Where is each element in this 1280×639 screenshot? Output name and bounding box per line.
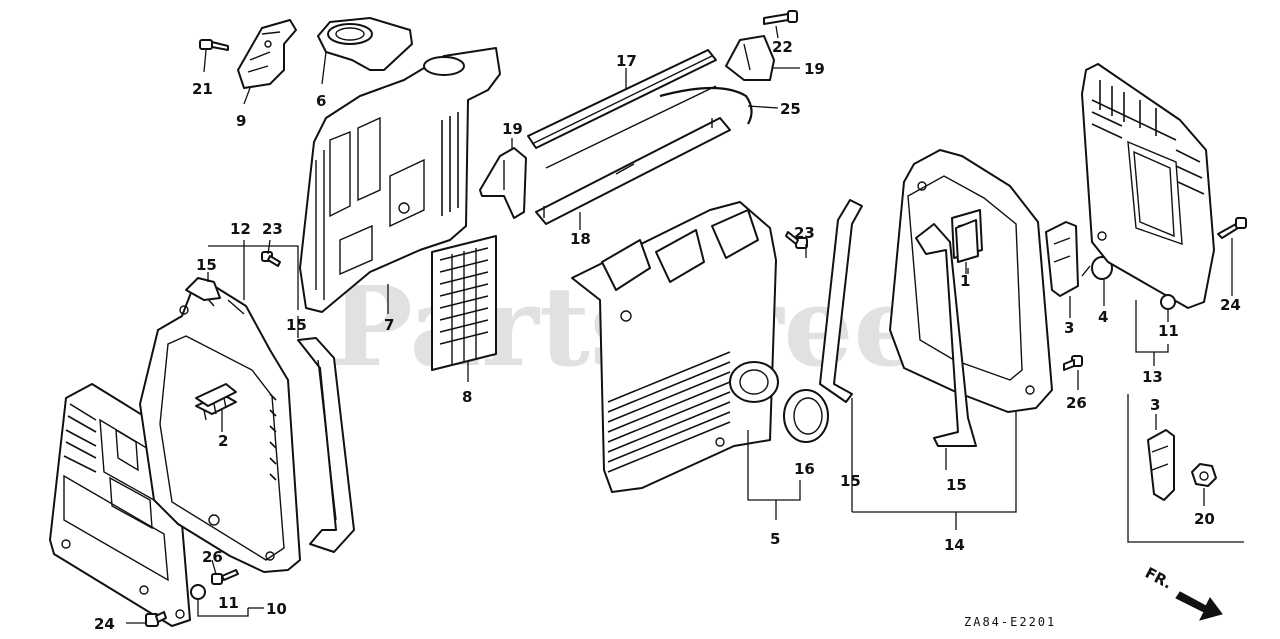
part-15-seal-rear[interactable] [915,223,977,447]
callout-26: 26 [1066,394,1087,412]
part-15-seal-left-upper[interactable] [185,277,221,301]
callout-22: 22 [772,38,793,56]
callout-21: 21 [192,80,213,98]
part-3-plate-lower[interactable] [1147,429,1175,501]
callout-4: 4 [1098,308,1108,326]
part-7-frame[interactable] [299,47,501,313]
callout-23: 23 [794,224,815,242]
callout-3: 3 [1064,319,1074,337]
part-17-rail[interactable] [527,49,717,169]
callout-25: 25 [780,100,801,118]
callout-17: 17 [616,52,637,70]
part-15-seal-right[interactable] [819,199,863,403]
callout-23: 23 [262,220,283,238]
front-direction-marker: FR. [1142,564,1223,621]
callout-12: 12 [230,220,251,238]
part-2-connector[interactable] [195,383,237,407]
part-24-bolt-left[interactable] [145,611,167,627]
callout-19: 19 [502,120,523,138]
part-20-nut[interactable] [1191,463,1217,487]
part-5-cover[interactable] [571,201,779,493]
part-26-bolt-right[interactable] [1063,355,1083,371]
callout-15: 15 [840,472,861,490]
callout-9: 9 [236,112,246,130]
part-9-bracket[interactable] [237,19,297,89]
callout-8: 8 [462,388,472,406]
callout-11: 11 [1158,322,1179,340]
part-25-rod[interactable] [659,86,753,125]
callout-5: 5 [770,530,780,548]
drawing-code: ZA84-E2201 [964,615,1056,629]
part-6-duct[interactable] [317,17,413,71]
callout-15: 15 [946,476,967,494]
callout-11: 11 [218,594,239,612]
callout-18: 18 [570,230,591,248]
part-21-bolt[interactable] [199,39,229,51]
callout-20: 20 [1194,510,1215,528]
part-23-bolt-left[interactable] [261,251,281,267]
callout-14: 14 [944,536,965,554]
part-26-bolt-left[interactable] [211,569,239,585]
callout-2: 2 [218,432,228,450]
front-label: FR. [1142,564,1175,593]
callout-24: 24 [1220,296,1241,314]
callout-24: 24 [94,615,115,633]
part-11-nut-left[interactable] [190,584,206,600]
callout-15: 15 [286,316,307,334]
part-4-cap[interactable] [1081,256,1113,280]
callout-labels: 1 2 3 3 4 5 6 7 8 9 10 11 11 12 13 14 15… [94,38,1241,633]
callout-7: 7 [384,316,394,334]
part-3-plate-upper[interactable] [1045,221,1079,297]
callout-15: 15 [196,256,217,274]
callout-13: 13 [1142,368,1163,386]
part-24-bolt-right[interactable] [1217,217,1247,239]
part-16-grommet[interactable] [783,389,829,443]
part-22-bolt[interactable] [763,10,798,25]
callout-6: 6 [316,92,326,110]
part-1-connector[interactable] [955,219,979,263]
part-19-block-right[interactable] [725,35,775,81]
part-18-rail[interactable] [535,117,731,225]
part-11-nut-right[interactable] [1160,294,1176,310]
part-15-seal-left[interactable] [297,337,355,553]
part-23-bolt-right[interactable] [785,231,808,249]
arrow-icon [1175,591,1223,621]
part-14-frame[interactable] [889,149,1053,413]
callout-1: 1 [960,272,970,290]
part-8-grille[interactable] [431,235,497,371]
callout-16: 16 [794,460,815,478]
callout-19: 19 [804,60,825,78]
callout-10: 10 [266,600,287,618]
callout-3: 3 [1150,396,1160,414]
callout-26: 26 [202,548,223,566]
part-19-block-left[interactable] [479,147,527,219]
part-13-panel[interactable] [1081,63,1215,309]
